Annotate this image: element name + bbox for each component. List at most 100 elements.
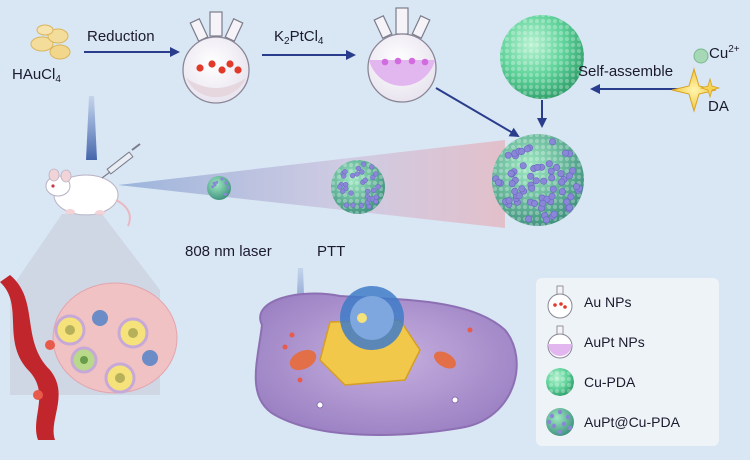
aupt-cupda-legend-icon: [546, 408, 574, 436]
aupt-nanoparticle-dot: [359, 169, 365, 175]
aupt-nanoparticle-dot: [215, 180, 219, 184]
aupt-cupda-large-icon: [492, 134, 584, 226]
legend-label: AuPt NPs: [584, 334, 645, 350]
cu-pda-sphere-icon: [500, 15, 584, 99]
au-nps-flask-icon: [182, 11, 250, 104]
aupt-nps-legend-icon: [547, 325, 573, 359]
aupt-nanoparticle-dot: [358, 202, 364, 209]
legend-item-aupt-cupda: AuPt@Cu-PDA: [536, 404, 719, 440]
aupt-nanoparticle-dot: [558, 178, 566, 186]
legend-label: AuPt@Cu-PDA: [584, 414, 680, 430]
aupt-nanoparticle-dot: [373, 198, 379, 205]
aupt-nanoparticle-dot: [360, 161, 367, 167]
aupt-nanoparticle-dot: [366, 203, 372, 210]
aupt-nanoparticle-dot: [569, 167, 577, 175]
self-assemble-label: Self-assemble: [578, 63, 674, 80]
aupt-nanoparticle-dot: [373, 171, 379, 177]
aupt-nanoparticle-dot: [340, 188, 346, 194]
cu-ion-icon: [693, 48, 709, 64]
cu-pda-legend-icon: [546, 368, 574, 396]
mouse-icon: [45, 168, 131, 227]
aupt-nanoparticle-dot: [518, 148, 526, 156]
legend-item-au-nps: Au NPs: [536, 284, 719, 320]
da-star-icon: [671, 67, 721, 113]
aupt-nanoparticle-dot: [225, 182, 229, 186]
aupt-nanoparticle-dot: [355, 165, 361, 172]
aupt-nanoparticle-dot: [553, 163, 561, 171]
aupt-nanoparticle-dot: [342, 169, 348, 175]
aupt-nanoparticle-dot: [504, 151, 512, 159]
aupt-nanoparticle-dot: [371, 187, 377, 193]
laser-label: 808 nm laser: [185, 243, 272, 260]
aupt-nanoparticle-dot: [558, 188, 566, 196]
aupt-nanoparticle-dot: [224, 192, 227, 196]
aupt-nanoparticle-dot: [343, 181, 349, 188]
aupt-nanoparticle-dot: [494, 179, 502, 187]
aupt-nanoparticle-dot: [518, 185, 526, 193]
aupt-cupda-medium-icon: [331, 160, 385, 214]
au-nps-legend-icon: [547, 285, 573, 319]
aupt-cupda-small-icon: [207, 176, 231, 200]
aupt-nanoparticle-dot: [375, 184, 381, 190]
aupt-nanoparticle-dot: [525, 215, 533, 223]
aupt-nanoparticle-dot: [565, 204, 573, 212]
aupt-nanoparticle-dot: [527, 172, 535, 180]
aupt-nanoparticle-dot: [511, 187, 519, 195]
aupt-nanoparticle-dot: [350, 202, 356, 208]
aupt-nanoparticle-dot: [370, 174, 376, 181]
ptt-label: PTT: [317, 243, 346, 260]
laser-beam-mouse: [86, 96, 97, 160]
aupt-nanoparticle-dot: [545, 160, 553, 168]
aupt-nanoparticle-dot: [354, 171, 360, 177]
aupt-nanoparticle-dot: [505, 197, 513, 205]
aupt-nanoparticle-dot: [348, 190, 354, 196]
aupt-nanoparticle-dot: [530, 200, 538, 208]
aupt-nanoparticle-dot: [542, 216, 550, 224]
tumor-tissue-icon: [0, 275, 178, 440]
aupt-nanoparticle-dot: [369, 196, 376, 202]
aupt-nanoparticle-dot: [539, 199, 547, 207]
aupt-nanoparticle-dot: [337, 184, 343, 190]
syringe-icon: [101, 143, 141, 179]
delivery-beam: [118, 140, 505, 228]
aupt-nanoparticle-dot: [548, 192, 556, 200]
aupt-nanoparticle-dot: [549, 185, 557, 193]
aupt-nanoparticle-dot: [226, 186, 230, 190]
aupt-nanoparticle-dot: [548, 174, 556, 182]
aupt-nanoparticle-dot: [341, 173, 347, 179]
aupt-nanoparticle-dot: [572, 183, 580, 191]
legend-label: Cu-PDA: [584, 374, 636, 390]
aupt-nanoparticle-dot: [567, 193, 575, 201]
aupt-nanoparticle-dot: [549, 138, 557, 146]
aupt-nanoparticle-dot: [369, 164, 375, 170]
aupt-nanoparticle-dot: [540, 177, 548, 185]
aupt-nanoparticle-dot: [515, 192, 523, 200]
aupt-nanoparticle-dot: [565, 172, 573, 180]
aupt-nanoparticle-dot: [365, 188, 371, 195]
legend-item-aupt-nps: AuPt NPs: [536, 324, 719, 360]
aupt-nanoparticle-dot: [211, 185, 215, 189]
aupt-nanoparticle-dot: [562, 149, 570, 157]
legend-label: Au NPs: [584, 294, 632, 310]
cell-icon: [254, 286, 518, 436]
aupt-nanoparticle-dot: [547, 167, 555, 175]
haucl4-label: HAuCl4: [12, 66, 61, 85]
aupt-nanoparticle-dot: [213, 183, 217, 187]
aupt-nanoparticle-dot: [519, 162, 527, 170]
aupt-nanoparticle-dot: [507, 170, 515, 178]
aupt-nanoparticle-dot: [523, 145, 531, 153]
aupt-nanoparticle-dot: [533, 163, 541, 171]
legend: Au NPs AuPt NPs Cu-PDA AuPt@Cu-PDA: [536, 278, 719, 446]
aupt-nanoparticle-dot: [557, 170, 565, 178]
aupt-nanoparticle-dot: [532, 177, 540, 185]
haucl4-powder-icon: [30, 24, 71, 60]
aupt-nanoparticle-dot: [220, 177, 224, 181]
k2ptcl4-label: K2PtCl4: [274, 28, 324, 47]
legend-item-cu-pda: Cu-PDA: [536, 364, 719, 400]
aupt-nps-flask-icon: [367, 7, 437, 103]
aupt-nanoparticle-dot: [349, 173, 356, 179]
aupt-nanoparticle-dot: [508, 180, 516, 188]
cu-ion-label: Cu2+: [709, 44, 740, 62]
